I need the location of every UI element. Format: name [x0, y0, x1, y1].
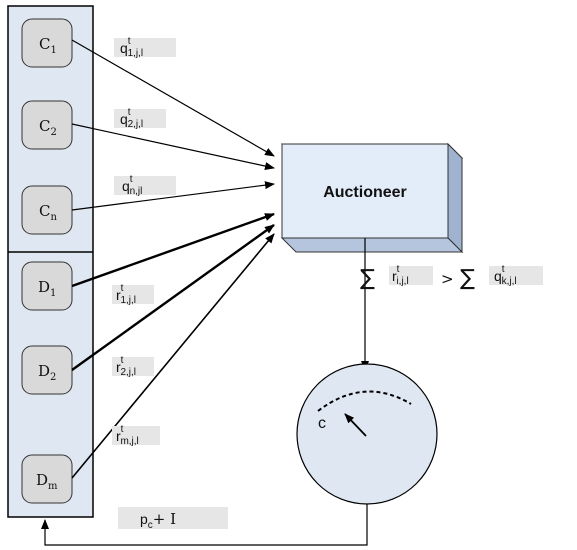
edge-label-sub: 1,j,l [128, 48, 144, 59]
consumer-node-sub: 2 [50, 127, 56, 138]
condition-right-sup: t [502, 264, 505, 275]
producer-node-sub: m [48, 481, 58, 492]
svg-text:rt2,j,l: rt2,j,l [116, 355, 136, 378]
edge-label-base: q [122, 178, 130, 194]
consumer-node-2: C2 [21, 100, 73, 150]
svg-text:qtk,j,l: qtk,j,l [494, 264, 517, 287]
edge-label-sup: t [121, 283, 124, 294]
edge-label-sup: t [121, 424, 124, 435]
svg-text:qtn,jl: qtn,jl [122, 174, 142, 197]
svg-text:qt2,j,l: qt2,j,l [120, 107, 143, 130]
producer-node-letter: D [38, 278, 50, 296]
consumer-node-sub: n [50, 212, 57, 223]
feedback-label: pc+ I [118, 507, 228, 531]
feedback-suffix: + I [153, 510, 176, 528]
gauge-scale-arc [317, 390, 412, 412]
edge-d2-auctioneer [71, 224, 275, 371]
svg-text:Cn: Cn [39, 202, 57, 223]
gauge-needle [344, 413, 367, 437]
auctioneer-label: Auctioneer [323, 184, 407, 201]
edge-label-base: r [116, 428, 121, 444]
edge-label-sup: t [128, 36, 131, 47]
condition-left-sub: i,j,l [396, 276, 408, 287]
edge-label-base: r [116, 359, 121, 375]
producer-node-sub: 1 [50, 288, 56, 299]
svg-text:D2: D2 [38, 362, 56, 383]
svg-text:Dm: Dm [36, 471, 58, 492]
condition-right-sub: k,j,l [502, 276, 517, 287]
edge-c2-auctioneer [71, 123, 275, 170]
producer-node-m: Dm [21, 454, 73, 504]
gauge-label: c [318, 415, 326, 432]
feedback-sub: c [148, 520, 153, 531]
svg-text:qt1,j,l: qt1,j,l [120, 36, 143, 59]
condition-right-base: q [494, 268, 502, 284]
producer-node-2: D2 [21, 345, 73, 395]
edge-label-sup: t [121, 355, 124, 366]
edge-dm-auctioneer [71, 233, 275, 479]
producer-node-letter: D [36, 471, 48, 489]
edge-label-sub: 1,j,l [120, 295, 136, 306]
condition-left-sup: t [397, 264, 400, 275]
edge-label-base: q [120, 111, 128, 127]
condition-left-base: r [392, 268, 397, 284]
svg-text:D1: D1 [38, 278, 56, 299]
producer-node-1: D1 [21, 261, 73, 311]
edge-label-sub: n,jl [130, 186, 143, 197]
feedback-base: p [140, 511, 148, 527]
producer-node-sub: 2 [50, 372, 56, 383]
svg-text:pc+ I: pc+ I [140, 510, 176, 531]
edge-feedback [41, 504, 368, 546]
edge-cn-auctioneer [71, 181, 275, 211]
consumer-node-letter: C [39, 35, 50, 53]
edge-label-base: r [116, 287, 121, 303]
condition-operator: > [441, 270, 454, 288]
sigma-right: ∑ [460, 266, 475, 291]
consumer-node-sub: 1 [50, 45, 56, 56]
edge-label-sub: 2,j,l [128, 119, 144, 130]
sigma-left: ∑ [360, 266, 375, 291]
producer-node-letter: D [38, 362, 50, 380]
consumer-node-letter: C [39, 202, 50, 220]
edge-label-base: q [120, 40, 128, 56]
svg-text:C1: C1 [39, 35, 57, 56]
consumer-node-letter: C [39, 117, 50, 135]
edge-c1-auctioneer [71, 39, 275, 157]
svg-text:rti,j,l: rti,j,l [392, 264, 409, 287]
edge-label-sup: t [130, 174, 133, 185]
auctioneer-box: Auctioneer [280, 142, 464, 254]
consumer-node-n: Cn [21, 185, 73, 235]
edge-d1-auctioneer [71, 212, 275, 288]
svg-text:rtm,j,l: rtm,j,l [116, 424, 139, 447]
edge-label-sup: t [128, 107, 131, 118]
price-gauge: c [296, 363, 438, 505]
consumer-node-1: C1 [21, 18, 73, 68]
svg-text:rt1,j,l: rt1,j,l [116, 283, 136, 306]
edge-label-sub: m,j,l [120, 436, 138, 447]
svg-text:C2: C2 [39, 117, 57, 138]
edge-label-sub: 2,j,l [120, 367, 136, 378]
